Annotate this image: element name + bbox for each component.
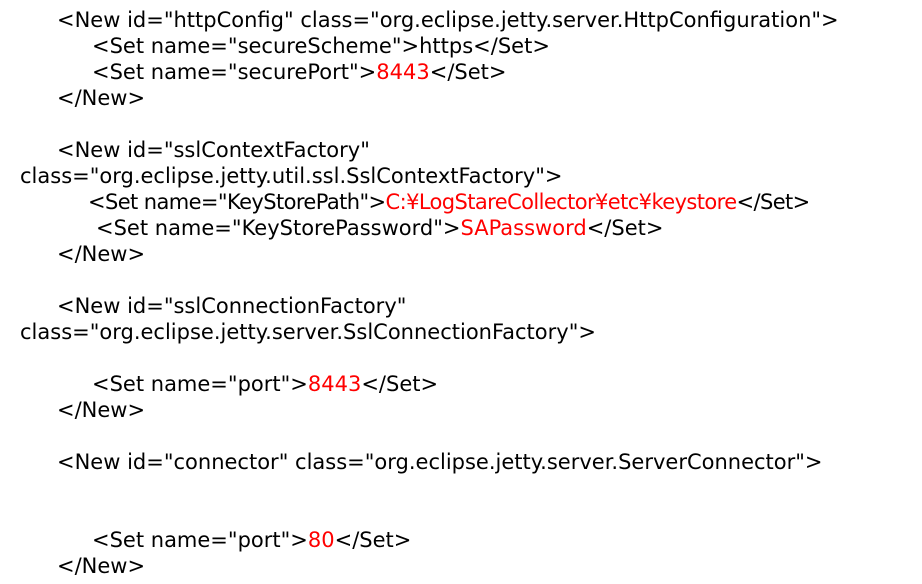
line-text: <New id="sslContextFactory" (57, 138, 370, 162)
line-text: <Set name="KeyStorePassword"> (96, 216, 461, 240)
ssl-connection-factory-close-line: </New> (57, 397, 145, 423)
ssl-connection-factory-open-line: <New id="sslConnectionFactory" (57, 293, 406, 319)
line-suffix: </Set> (361, 372, 439, 396)
connector-open-line: <New id="connector" class="org.eclipse.j… (57, 449, 823, 475)
line-text: </New> (57, 86, 146, 110)
key-store-password-value: SAPassword (460, 216, 587, 240)
line-suffix: </Set> (736, 190, 811, 214)
key-store-path-line: <Set name="KeyStorePath">C:¥LogStareColl… (88, 189, 810, 215)
http-config-open-line: <New id="httpConfig" class="org.eclipse.… (57, 7, 839, 33)
line-text: <Set name="securePort"> (92, 60, 377, 84)
line-text: <Set name="port"> (92, 372, 308, 396)
key-store-password-line: <Set name="KeyStorePassword">SAPassword<… (96, 215, 663, 241)
line-text: </New> (57, 554, 146, 578)
connector-port-value: 80 (307, 528, 335, 552)
line-text: <Set name="KeyStorePath"> (88, 190, 386, 214)
line-text: </New> (57, 242, 146, 266)
secure-port-line: <Set name="securePort">8443</Set> (92, 59, 506, 85)
http-config-close-line: </New> (57, 85, 145, 111)
secure-port-value: 8443 (376, 60, 430, 84)
line-text: <Set name="port"> (92, 528, 308, 552)
line-text: <New id="httpConfig" class="org.eclipse.… (57, 8, 839, 32)
line-text: <New id="sslConnectionFactory" (57, 294, 407, 318)
connector-close-line: </New> (57, 553, 145, 579)
key-store-path-value: C:¥LogStareCollector¥etc¥keystore (385, 190, 738, 214)
line-text: <New id="connector" class="org.eclipse.j… (57, 450, 823, 474)
ssl-port-value: 8443 (307, 372, 362, 396)
ssl-context-factory-open-line: <New id="sslContextFactory" (57, 137, 370, 163)
ssl-port-line: <Set name="port">8443</Set> (92, 371, 438, 397)
line-text: <Set name="secureScheme">https</Set> (92, 34, 550, 58)
ssl-context-factory-close-line: </New> (57, 241, 145, 267)
line-text: class="org.eclipse.jetty.server.SslConne… (20, 320, 596, 344)
line-suffix: </Set> (586, 216, 664, 240)
line-text: class="org.eclipse.jetty.util.ssl.SslCon… (20, 164, 563, 188)
connector-port-line: <Set name="port">80</Set> (92, 527, 411, 553)
line-suffix: </Set> (429, 60, 507, 84)
secure-scheme-line: <Set name="secureScheme">https</Set> (92, 33, 550, 59)
ssl-context-factory-class-line: class="org.eclipse.jetty.util.ssl.SslCon… (20, 163, 562, 189)
line-suffix: </Set> (334, 528, 412, 552)
line-text: </New> (57, 398, 146, 422)
ssl-connection-factory-class-line: class="org.eclipse.jetty.server.SslConne… (20, 319, 596, 345)
